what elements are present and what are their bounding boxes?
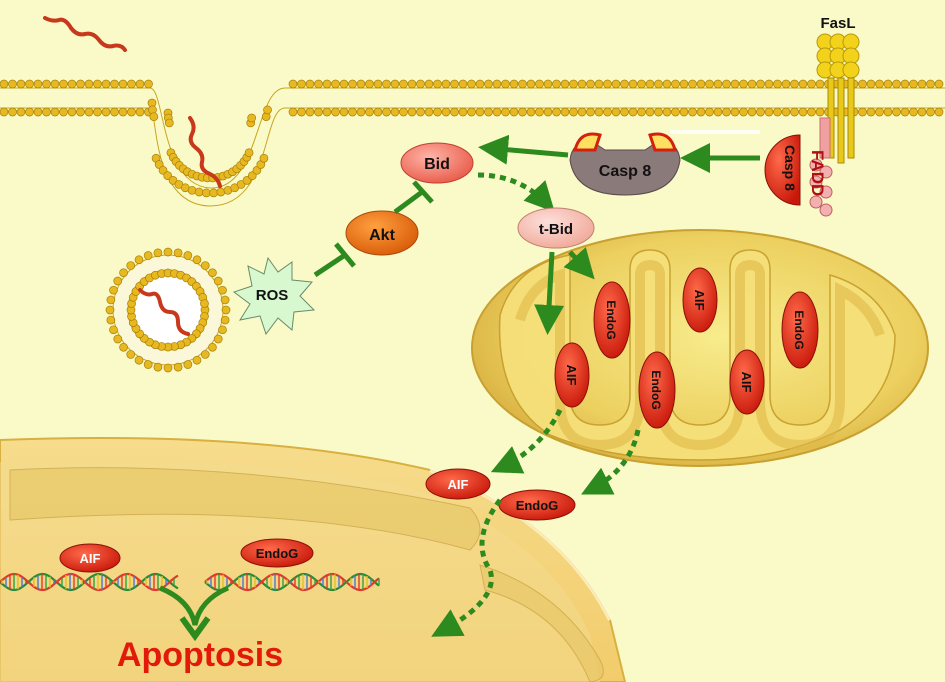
akt-node: Akt [345,210,419,256]
vesicle-lipid-heads [105,247,231,373]
nuc-aif-label: AIF [80,551,101,566]
membrane-lipid-heads [0,79,944,198]
mito-aif-3: AIF [729,349,765,415]
membrane-highlight [670,130,760,134]
arrow-dna-to-apoptosis [159,585,230,626]
inhibit-akt-to-bid [393,189,424,215]
casp8-receptor-node: Casp 8 [764,134,801,206]
arrow-mito-endog-release [581,429,641,495]
nuc-endog-label: EndoG [256,546,299,561]
ros-node: ROS [232,256,316,336]
tbid-label: t-Bid [539,221,573,238]
mito-aif-3-label: AIF [739,372,754,393]
mito-aif-2-label: AIF [564,365,579,386]
fas-receptor-complex [809,33,860,217]
bid-label: Bid [424,156,450,173]
bid-node: Bid [400,142,474,184]
fadd-label: FADD [808,150,827,196]
casp8-receptor-label: Casp 8 [782,145,798,191]
mito-aif-2: AIF [554,342,590,408]
nuc-aif-node: AIF [59,543,121,573]
viral-rna-strand-free [43,16,127,52]
casp8-node: Casp 8 [569,132,681,196]
mito-endog-3-label: EndoG [649,370,663,409]
fasl-ligand [816,33,860,79]
nuc-endog-node: EndoG [240,538,314,568]
cyto-aif-label: AIF [448,477,469,492]
inhibit-ros-to-akt [313,252,347,278]
mito-aif-1-label: AIF [692,290,707,311]
cyto-endog-label: EndoG [516,498,559,513]
plasma-membrane [0,87,945,207]
fadd-beads [809,158,833,217]
casp8-label: Casp 8 [599,163,652,180]
arrow-tbid-to-mito-aif [534,251,565,335]
tbid-node: t-Bid [517,207,595,249]
viral-rna-strand-vesicle [138,288,190,336]
ros-label: ROS [256,287,289,304]
fasl-label: FasL [820,15,855,32]
endocytic-vesicle [105,247,231,373]
mito-endog-2-label: EndoG [792,310,806,349]
arrow-into-nucleus [431,498,503,637]
cyto-aif-node: AIF [425,468,491,500]
arrow-tbid-to-mito-endog [563,247,595,280]
mito-endog-1-label: EndoG [604,300,618,339]
mito-endog-2: EndoG [781,291,819,369]
mito-aif-1: AIF [682,267,718,333]
nuclear-envelope-fold [9,467,481,551]
dna-helix-right [204,572,380,592]
mitochondrion [471,229,929,467]
viral-rna-strand-endocytosed [188,116,222,188]
apoptosis-label: Apoptosis [117,636,283,674]
arrow-casp8-to-bid [478,134,569,165]
cyto-endog-node: EndoG [498,489,576,521]
mito-endog-1: EndoG [593,281,631,359]
dna-helix-left [0,572,179,592]
mito-endog-3: EndoG [638,351,676,429]
arrow-bid-to-tbid [477,172,555,213]
akt-label: Akt [369,227,395,244]
